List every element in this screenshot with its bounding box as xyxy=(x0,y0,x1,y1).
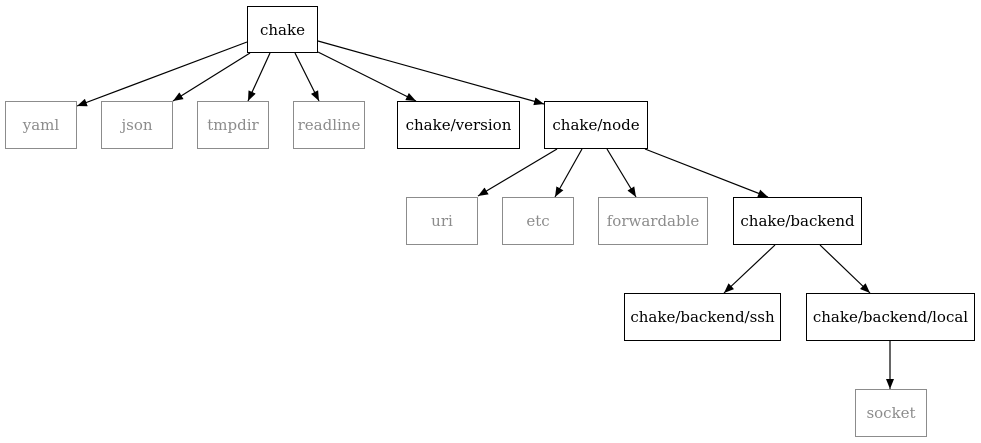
edge-chake-node-to-uri xyxy=(477,148,558,197)
edge-chake-backend-to-chake-backend-ssh xyxy=(723,244,776,294)
node-chake-backend: chake/backend xyxy=(733,197,862,245)
edge-chake-to-tmpdir xyxy=(247,52,271,102)
edge-chake-to-yaml xyxy=(76,41,248,107)
node-chake: chake xyxy=(247,6,318,53)
node-json: json xyxy=(101,101,173,149)
edge-chake-to-json xyxy=(172,52,251,102)
edge-chake-to-chake-node xyxy=(317,40,545,106)
edge-chake-backend-to-chake-backend-local xyxy=(819,244,871,294)
node-chake-backend-ssh: chake/backend/ssh xyxy=(624,293,781,341)
node-socket: socket xyxy=(855,389,927,437)
node-chake-version: chake/version xyxy=(397,101,520,149)
node-chake-backend-local: chake/backend/local xyxy=(806,293,975,341)
node-tmpdir: tmpdir xyxy=(197,101,269,149)
edge-chake-to-chake-version xyxy=(317,51,417,102)
node-chake-node: chake/node xyxy=(544,101,648,149)
edge-chake-node-to-chake-backend xyxy=(644,148,769,198)
node-forwardable: forwardable xyxy=(598,197,708,245)
node-yaml: yaml xyxy=(5,101,77,149)
edge-chake-to-readline xyxy=(294,52,320,102)
edge-chake-node-to-forwardable xyxy=(606,148,637,198)
node-readline: readline xyxy=(293,101,365,149)
edge-chake-node-to-etc xyxy=(554,148,583,198)
node-uri: uri xyxy=(406,197,478,245)
node-etc: etc xyxy=(502,197,574,245)
